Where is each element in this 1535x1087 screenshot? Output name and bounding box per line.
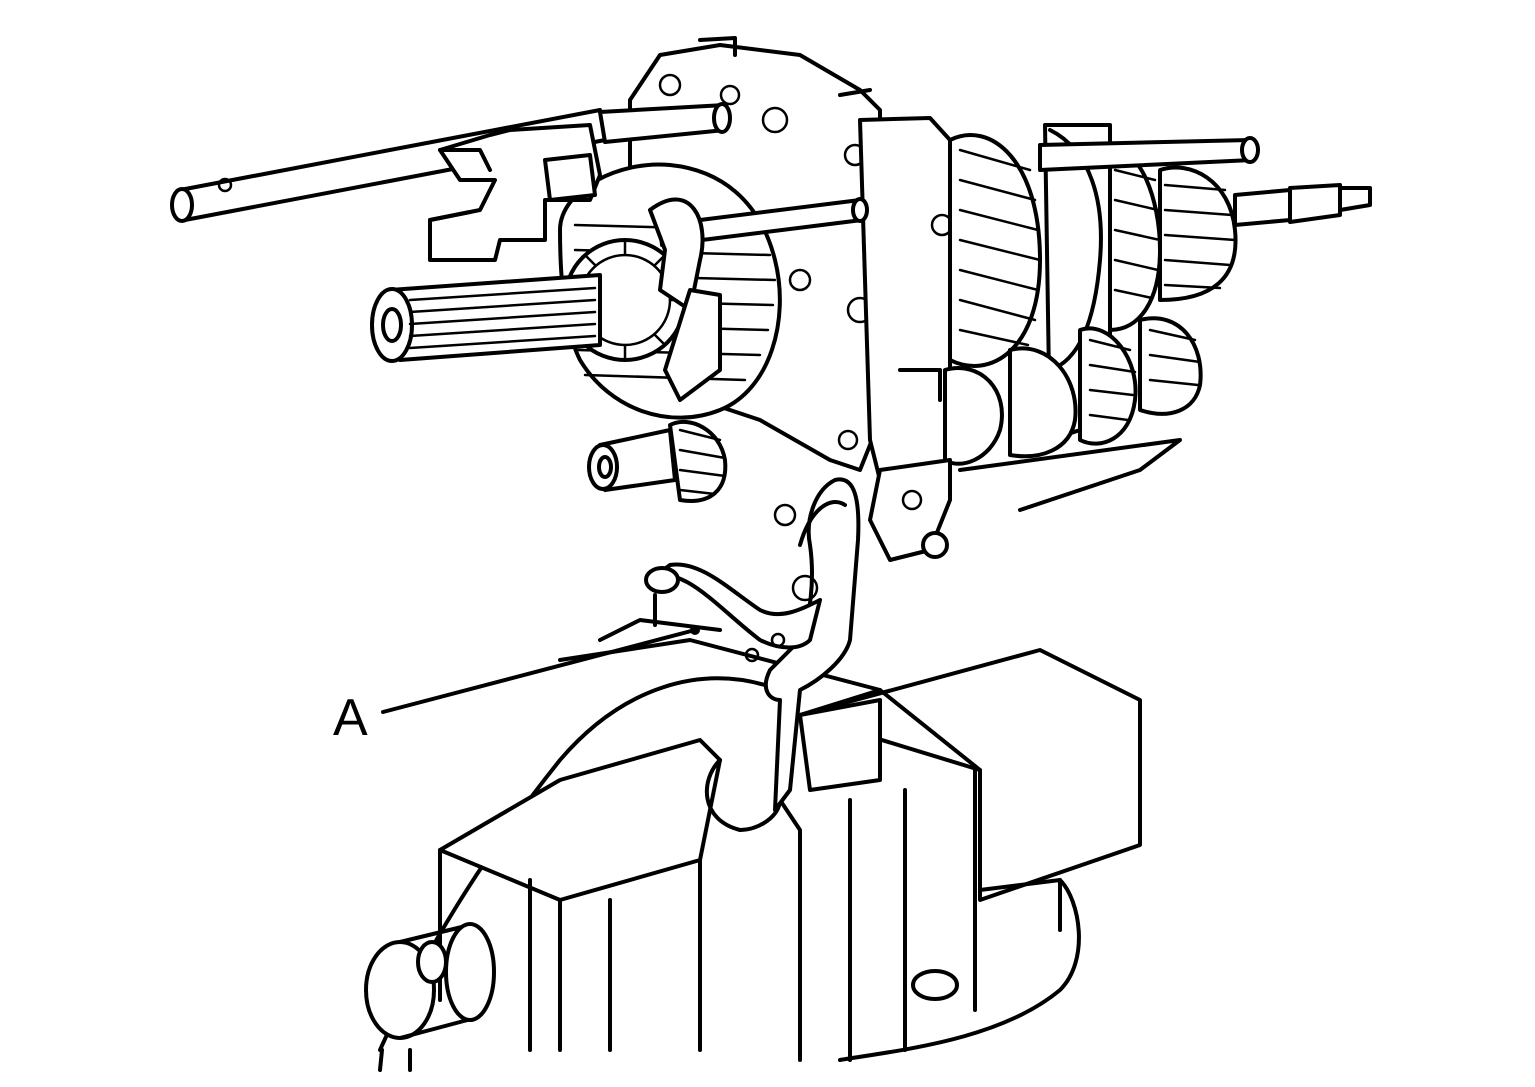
holding-fixture-a <box>644 477 861 812</box>
bench-vise <box>364 618 1142 1072</box>
callout-a: A <box>333 628 697 747</box>
callout-a-label: A <box>333 689 368 747</box>
gearbox-assembly <box>170 36 1372 562</box>
